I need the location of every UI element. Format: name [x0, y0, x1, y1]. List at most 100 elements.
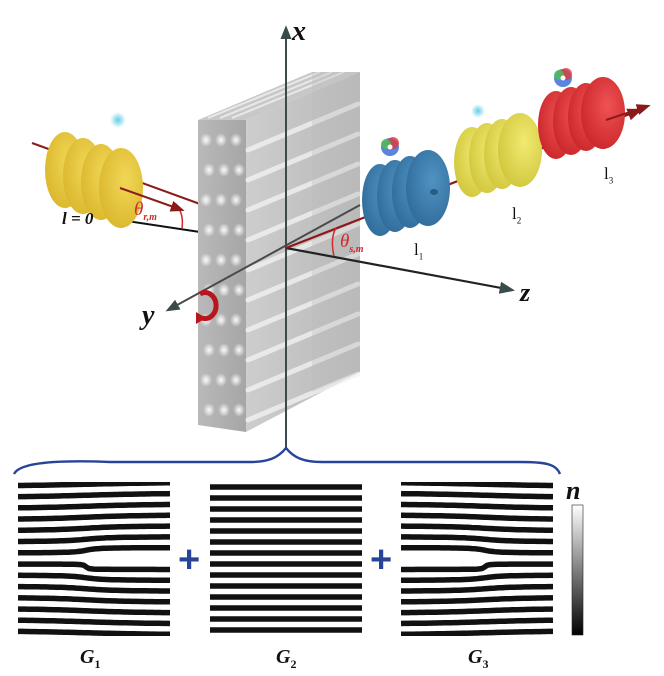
fringe-line — [401, 534, 553, 545]
fringe-line — [401, 643, 553, 646]
slab-stripe — [245, 371, 361, 423]
y-axis-label: y — [142, 300, 155, 331]
slab-top-face — [198, 72, 360, 120]
slab-inner-panel — [312, 72, 360, 392]
fringe-line — [18, 595, 170, 605]
fringe-line — [401, 561, 553, 573]
slab-stripe — [245, 311, 361, 363]
lattice-dot — [230, 193, 242, 207]
grating-label-g1: G1 — [80, 646, 101, 671]
fringe-line — [401, 490, 553, 500]
lattice-dot — [200, 253, 212, 267]
slab-stripe — [245, 161, 361, 213]
grating-label-g2: G2 — [276, 646, 297, 671]
curly-brace — [12, 446, 562, 475]
output-beam-3 — [538, 77, 651, 159]
fringe-line — [401, 606, 553, 616]
output-mode-profile-1 — [381, 137, 399, 156]
colorbar-label: n — [566, 476, 581, 505]
lattice-dot — [215, 253, 227, 267]
fringe-line — [401, 617, 553, 627]
fringe-line — [401, 482, 553, 489]
output-label-1: l1 — [414, 240, 424, 262]
slab-stripe — [245, 341, 361, 393]
fringe-line — [18, 501, 170, 511]
fringe-line — [18, 544, 170, 556]
fringe-line — [401, 583, 553, 594]
fringe-line — [401, 472, 553, 475]
lattice-dot — [233, 223, 245, 237]
fringe-line — [401, 523, 553, 534]
slab-stripe — [245, 101, 361, 153]
lattice-dot — [215, 133, 227, 147]
lattice-dot — [230, 373, 242, 387]
lattice-dot — [203, 403, 215, 417]
grating-background — [210, 482, 362, 636]
output-label-3: l3 — [604, 164, 614, 186]
lattice-dot — [230, 133, 242, 147]
slab-stripe — [245, 221, 361, 273]
lattice-dot — [203, 343, 215, 357]
plus-sign-2: + — [370, 539, 393, 581]
lattice-dot — [233, 163, 245, 177]
lattice-dot — [203, 223, 215, 237]
lattice-dot — [200, 373, 212, 387]
lattice-dot — [233, 403, 245, 417]
lattice-dot — [218, 283, 230, 297]
output-mode-profile-3 — [554, 68, 572, 87]
input-mode-profile — [110, 112, 126, 128]
lattice-dot — [215, 313, 227, 327]
lattice-dot — [218, 223, 230, 237]
output-beam-1 — [362, 150, 450, 236]
fringe-line — [18, 572, 170, 583]
lattice-dot — [203, 163, 215, 177]
lattice-dot — [230, 253, 242, 267]
theta-s-label: θs,m — [340, 231, 364, 255]
fringe-line — [401, 595, 553, 605]
fringe-line — [401, 512, 553, 522]
theta-r-label: θr,m — [134, 199, 157, 223]
fringe-line — [18, 534, 170, 545]
fringe-line — [18, 482, 170, 489]
fringe-line — [18, 523, 170, 534]
fringe-line — [18, 512, 170, 522]
z-axis-label: z — [520, 278, 531, 307]
lattice-dot — [233, 283, 245, 297]
fringe-line — [401, 572, 553, 583]
slab-top-stripes — [207, 71, 345, 119]
fringe-line — [18, 583, 170, 594]
input-beam — [45, 132, 185, 228]
z-axis-back — [119, 219, 201, 233]
fringe-line — [401, 501, 553, 511]
slab-stripe — [245, 191, 361, 243]
output-beam-2 — [454, 113, 542, 197]
fringe-line — [18, 490, 170, 500]
lattice-dot — [200, 133, 212, 147]
fringe-line — [401, 628, 553, 636]
fringe-line — [18, 628, 170, 636]
slab-side-stripes — [245, 101, 361, 423]
fringe-line — [18, 472, 170, 475]
z-axis — [285, 246, 516, 294]
input-oam-label: l = 0 — [62, 209, 94, 228]
lattice-dot — [233, 343, 245, 357]
lattice-dot — [215, 193, 227, 207]
lattice-dot — [218, 163, 230, 177]
slab-stripe — [245, 131, 361, 183]
grating-g3 — [401, 472, 553, 646]
output-mode-profile-2 — [471, 104, 485, 118]
slab-stripe — [245, 281, 361, 333]
fringe-line — [18, 643, 170, 646]
fringe-line — [18, 606, 170, 616]
theta-s-arc — [331, 227, 337, 257]
output-label-2: l2 — [512, 204, 522, 226]
grating-label-g3: G3 — [468, 646, 489, 671]
slab-stripe — [245, 251, 361, 303]
grating-g2 — [210, 482, 362, 636]
plus-sign-1: + — [178, 539, 201, 581]
lattice-dot — [230, 313, 242, 327]
rotation-arrow-icon — [196, 290, 219, 324]
colorbar — [571, 504, 584, 636]
